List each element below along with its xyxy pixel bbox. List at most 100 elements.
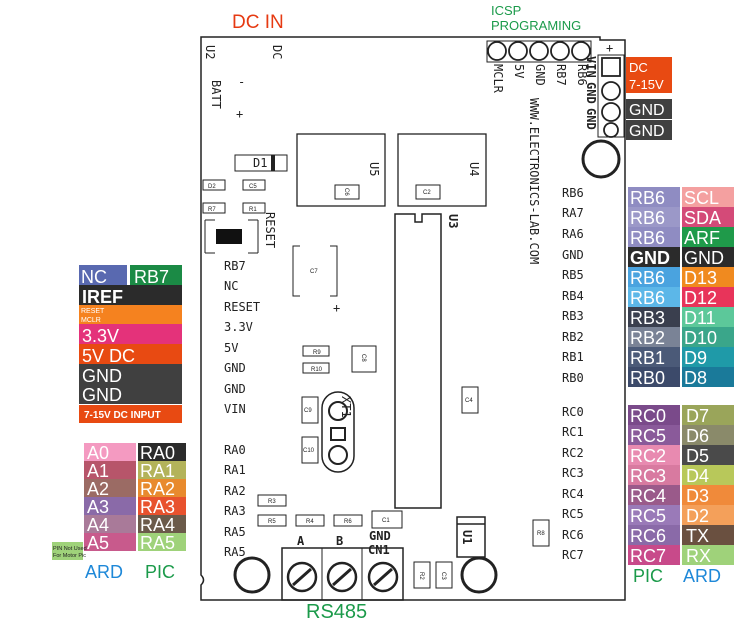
pin-note-line1: PIN Not Used (53, 546, 87, 552)
minus-label: - (238, 75, 245, 89)
svg-text:RC6: RC6 (562, 528, 584, 542)
right-lower-ard-boxes (682, 405, 734, 565)
power-header-plus: + (606, 41, 613, 55)
dc-power-box (626, 57, 672, 93)
rb7-label: RB7 (134, 267, 169, 287)
r3-label: R3 (268, 499, 276, 505)
icsp-title: ICSP (491, 3, 521, 18)
svg-text:GND: GND (630, 248, 670, 268)
svg-text:RB3: RB3 (562, 309, 584, 323)
icsp-header (487, 41, 591, 61)
plus-label: + (236, 107, 243, 121)
reset-button-outline (204, 219, 259, 254)
svg-text:RB6: RB6 (630, 268, 665, 288)
u5-regulator (296, 133, 386, 207)
c2-label: C2 (423, 190, 431, 196)
u4-label: U4 (467, 162, 481, 176)
svg-text:D12: D12 (684, 288, 717, 308)
cn1-label: CN1 (368, 543, 390, 557)
icsp-programming-title: PROGRAMING (491, 18, 581, 33)
right-lower-ard-labels: D7 D6 D5 D4 D3 D2 TX RX (686, 406, 711, 566)
r8-resistor (532, 519, 550, 547)
rb7-box (130, 265, 182, 285)
terminal-screws (286, 561, 399, 593)
left-lower-ard-labels: A0 A1 A2 A3 A4 A5 (87, 443, 109, 553)
svg-text:RB6: RB6 (562, 186, 584, 200)
c10-label: C10 (303, 448, 315, 454)
pic-label-left: PIC (145, 562, 175, 582)
svg-text:RB0: RB0 (562, 371, 584, 385)
xt1-pad-bottom (328, 445, 348, 465)
reset-button[interactable] (216, 229, 242, 244)
svg-text:RA5: RA5 (140, 533, 175, 553)
svg-text:RB4: RB4 (562, 289, 584, 303)
c4-label: C4 (465, 398, 473, 404)
u3-mcu-outline (394, 213, 442, 509)
website-label: WWW.ELECTRONICS-LAB.COM (527, 98, 541, 264)
xt1-crystal (321, 391, 355, 473)
c5-label: C5 (249, 184, 257, 190)
svg-text:MCLR: MCLR (491, 64, 505, 94)
right-upper-pic-labels: RB6 RB6 RB6 GND RB6 RB6 RB3 RB2 RB1 RB0 (630, 188, 670, 388)
svg-text:D2: D2 (686, 506, 709, 526)
gnd-label-left-2: GND (82, 385, 122, 405)
gnd-power-label-2: GND (629, 123, 665, 140)
dc-in-title: DC IN (232, 12, 284, 33)
svg-text:D10: D10 (684, 328, 717, 348)
svg-text:RB1: RB1 (562, 350, 584, 364)
c8-label: C8 (360, 354, 366, 362)
svg-text:D8: D8 (684, 368, 707, 388)
v33-label: 3.3V (82, 326, 119, 346)
r3-resistor (257, 494, 287, 507)
c1-label: C1 (382, 518, 390, 524)
svg-text:3.3V: 3.3V (224, 320, 253, 334)
svg-text:RC4: RC4 (562, 487, 584, 501)
svg-text:GND: GND (224, 382, 246, 396)
svg-text:RA0: RA0 (140, 443, 175, 463)
svg-text:RC5: RC5 (630, 426, 666, 446)
c1-cap (371, 510, 403, 529)
svg-text:RA4: RA4 (140, 515, 175, 535)
right-lower-pic-labels: RC0 RC5 RC2 RC3 RC4 RC5 RC6 RC7 (630, 406, 666, 566)
ard-label-right: ARD (683, 566, 721, 586)
rs485-terminal (281, 547, 404, 601)
c4-cap (461, 386, 479, 414)
d1-band (271, 155, 275, 171)
r10-label: R10 (311, 367, 323, 373)
svg-text:GND: GND (562, 248, 584, 262)
svg-text:RB6: RB6 (630, 208, 665, 228)
c3-label: C3 (440, 572, 446, 580)
pin-note-box (52, 542, 83, 560)
r9-resistor (302, 345, 330, 357)
c7-plus: + (333, 301, 340, 315)
svg-text:D7: D7 (686, 406, 709, 426)
u1-ic (456, 516, 486, 558)
r4-resistor (295, 514, 325, 527)
svg-text:RC2: RC2 (630, 446, 666, 466)
svg-text:5V: 5V (224, 341, 238, 355)
svg-text:RB0: RB0 (630, 368, 665, 388)
right-lower-pic-boxes (628, 405, 680, 565)
svg-text:A5: A5 (87, 533, 109, 553)
r5-resistor (257, 514, 287, 527)
left-header-pins: RB7 NC RESET 3.3V 5V GND GND VIN (224, 259, 260, 416)
gnd-label-left-1: GND (82, 366, 122, 386)
svg-text:RB6: RB6 (630, 288, 665, 308)
right-upper-ard-labels: SCL SDA ARF GND D13 D12 D11 D10 D9 D8 (684, 188, 724, 388)
svg-text:GND: GND (533, 64, 547, 86)
svg-text:5V: 5V (512, 64, 526, 78)
board-outline (200, 36, 626, 601)
c7-label: C7 (310, 269, 318, 275)
mount-hole-bottom-left (233, 556, 271, 594)
svg-text:RB6: RB6 (630, 188, 665, 208)
reset-mclr-box (79, 305, 182, 324)
svg-text:SCL: SCL (684, 188, 719, 208)
svg-text:RA2: RA2 (140, 479, 175, 499)
right-upper-ard-boxes (682, 187, 734, 387)
svg-text:RB6: RB6 (630, 228, 665, 248)
u3-label: U3 (446, 214, 460, 228)
u1-label: U1 (460, 530, 474, 544)
svg-text:RC7: RC7 (562, 548, 584, 562)
svg-text:RA6: RA6 (562, 227, 584, 241)
left-lower-pic-boxes (138, 443, 186, 551)
